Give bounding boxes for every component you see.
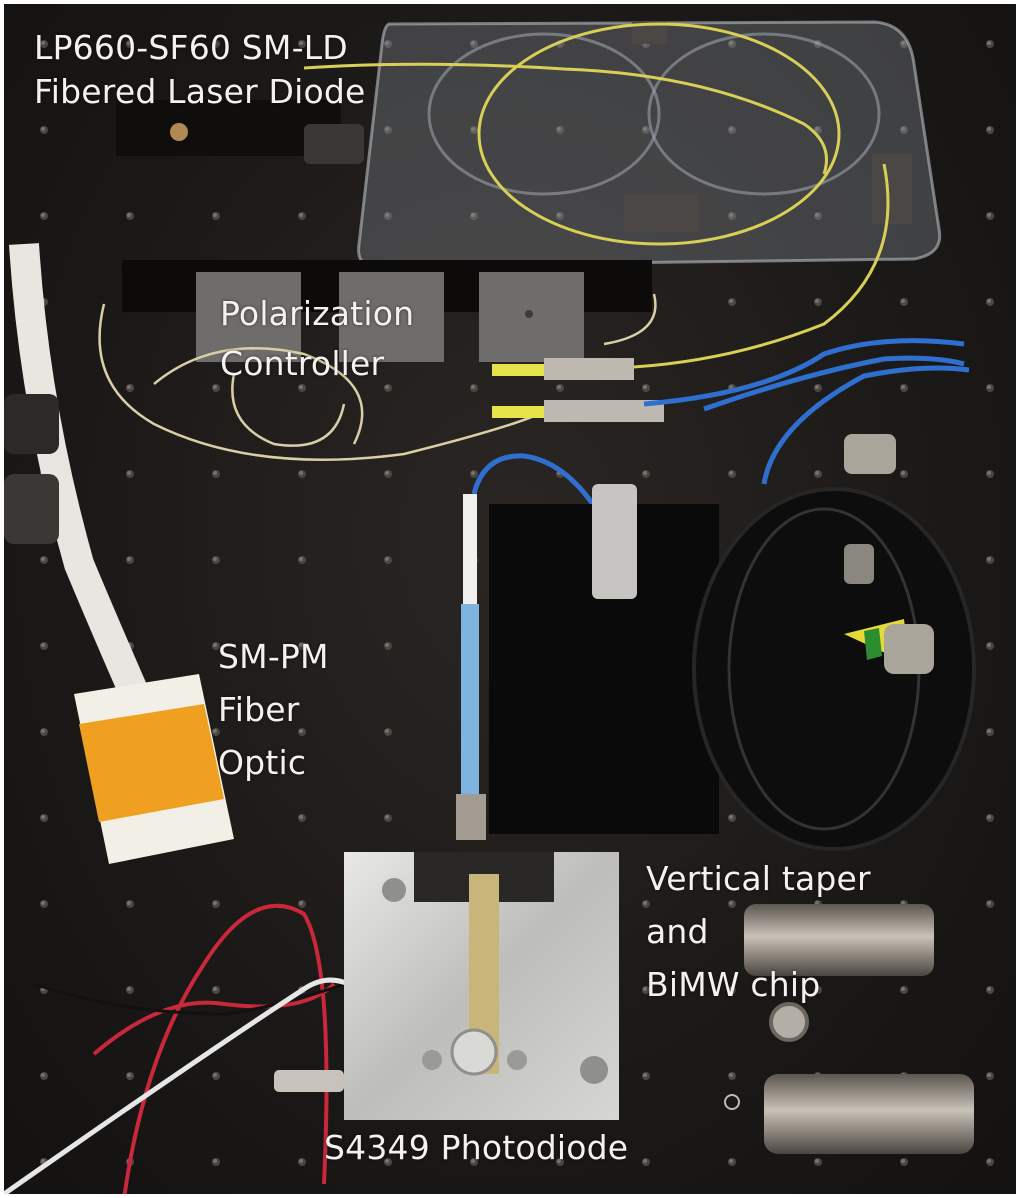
photodiode-mount — [274, 852, 619, 1120]
chip-label-line2: and — [646, 912, 709, 951]
sm-pm-fiber-label-line2: Fiber — [218, 690, 300, 729]
sm-pm-fiber-label-line1: SM-PM — [218, 637, 329, 676]
chip-label: Vertical taper and BiMW chip — [646, 852, 871, 1011]
polarization-controller-label: Polarization Controller — [220, 294, 414, 384]
laser-diode-label-line2: Fibered Laser Diode — [34, 72, 366, 111]
xyz-micrometer-knobs — [724, 904, 974, 1154]
fc-connector — [456, 794, 486, 840]
lab-bench-illustration — [4, 4, 1016, 1194]
laser-diode-label-line1: LP660-SF60 SM-LD — [34, 28, 348, 67]
photodiode-label-line1: S4349 Photodiode — [324, 1128, 629, 1167]
chip-label-line3: BiMW chip — [646, 965, 821, 1004]
photodiode-label: S4349 Photodiode — [324, 1128, 628, 1168]
polarization-controller — [122, 260, 652, 362]
polarization-controller-label-line1: Polarization — [220, 294, 415, 333]
thorlabs-rotation-stage — [489, 434, 976, 851]
lab-setup-photo: LP660-SF60 SM-LD Fibered Laser Diode Pol… — [4, 4, 1016, 1194]
chip-label-line1: Vertical taper — [646, 859, 871, 898]
cream-fiber-loops — [98, 293, 657, 461]
laser-diode-label: LP660-SF60 SM-LD Fibered Laser Diode — [34, 28, 366, 112]
sm-pm-fiber-cable — [4, 243, 234, 864]
laser-diode-mount — [116, 100, 364, 164]
yellow-fiber — [303, 22, 890, 370]
fiber-connectors — [492, 358, 664, 422]
sm-pm-fiber-label-line3: Optic — [218, 743, 307, 782]
fiber-spool-tray — [357, 20, 942, 268]
sm-pm-fiber-label: SM-PM Fiber Optic — [218, 630, 329, 789]
polarization-controller-label-line2: Controller — [220, 344, 385, 383]
